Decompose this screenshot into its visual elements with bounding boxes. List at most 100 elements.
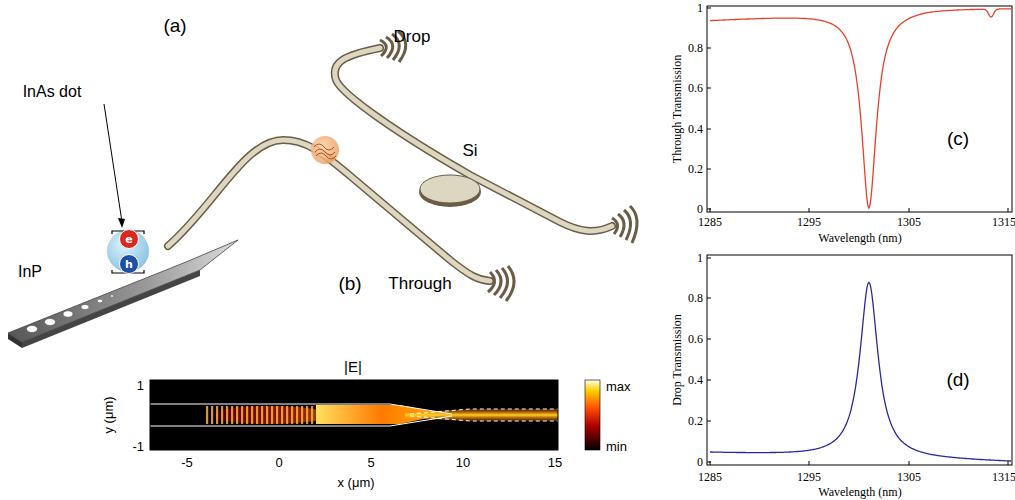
drawing-part <box>314 144 336 159</box>
tick-label: 1285 <box>698 216 722 228</box>
drawing-part <box>420 175 480 203</box>
plot-title: |E| <box>344 359 362 374</box>
drawing-part <box>8 240 238 342</box>
panel-letter: (d) <box>946 370 969 389</box>
tick-label: 1305 <box>897 216 921 228</box>
tick-label: 0.6 <box>688 82 703 94</box>
tick-label: 0.2 <box>688 163 703 175</box>
tick-label: 0.4 <box>688 374 703 386</box>
drawing-part <box>187 446 555 450</box>
drawing-part <box>410 409 558 414</box>
tick-label: 0 <box>697 456 703 468</box>
tick-label: 1315 <box>992 471 1015 483</box>
drawing-part <box>405 409 558 421</box>
tick-label: 1305 <box>897 471 921 483</box>
tick-label: 0.8 <box>688 292 703 304</box>
drawing-part <box>118 218 125 228</box>
colorbar-label: max <box>606 380 631 393</box>
drawing-part <box>204 406 318 424</box>
tick-label: 1285 <box>698 471 722 483</box>
drawing-part <box>585 380 600 450</box>
drawing-part <box>371 446 372 450</box>
axis-title: x (μm) <box>337 476 374 489</box>
inp-nanobeam <box>8 240 238 348</box>
tick <box>809 208 810 212</box>
quantum-dot <box>104 104 149 273</box>
tick-label: 0.2 <box>688 415 703 427</box>
tick <box>707 88 711 89</box>
drawing-part <box>104 104 122 222</box>
microdisk <box>419 175 481 207</box>
axis-title: Drop Transmission <box>671 314 683 406</box>
axis-title: Through Transmission <box>671 55 683 163</box>
drawing-part <box>81 304 89 309</box>
tick-label: 1 <box>697 2 703 14</box>
drawing-part <box>335 48 612 231</box>
drawing-part <box>279 446 280 450</box>
tick <box>707 380 711 381</box>
plot-frames <box>707 6 1012 465</box>
tick <box>707 258 711 259</box>
hole-circle: h <box>119 254 139 274</box>
drawing-part <box>488 272 495 292</box>
drawing-part <box>187 446 188 450</box>
drawing-part <box>630 206 637 243</box>
drawing-part <box>311 136 339 164</box>
drawing-part <box>707 255 1012 465</box>
tick <box>909 461 910 465</box>
drawing-part <box>27 326 38 333</box>
drawing-part <box>63 311 73 317</box>
through-curve <box>710 9 1011 208</box>
part-label: Si <box>462 142 477 159</box>
tick-label: 1295 <box>797 216 821 228</box>
part-label: InAs dot <box>23 84 82 100</box>
drawing-part <box>612 218 618 234</box>
tick-label: 0.6 <box>688 333 703 345</box>
drawing-part <box>500 268 508 298</box>
drawing-part <box>22 270 200 348</box>
drawing-part <box>112 231 144 273</box>
drawing-part <box>150 380 558 450</box>
drawing-part <box>150 404 452 414</box>
drawing-part <box>555 446 556 450</box>
tick <box>707 129 711 130</box>
drawing-part <box>316 153 336 159</box>
tick-label: 5 <box>367 456 374 469</box>
tick <box>707 298 711 299</box>
drop-curve <box>710 282 1011 461</box>
tick-label: -1 <box>132 440 144 453</box>
tick-label: 1 <box>697 252 703 264</box>
drawing-part <box>624 210 631 240</box>
drawing-part <box>107 230 149 272</box>
drawing-part <box>618 214 624 237</box>
port-label: Drop <box>394 28 431 45</box>
part-label: InP <box>18 264 42 280</box>
tick <box>707 48 711 49</box>
drawing-part <box>110 295 114 297</box>
field-map <box>150 380 600 450</box>
drawing-part <box>494 270 501 295</box>
coupled-light <box>311 136 339 164</box>
colorbar-label: min <box>606 440 627 453</box>
axis-title: Wavelength (nm) <box>818 232 901 244</box>
drawing-part <box>150 416 452 426</box>
drawing-part <box>386 37 393 58</box>
drawing-part <box>150 404 452 426</box>
tick <box>707 169 711 170</box>
grating-coupler <box>380 31 637 301</box>
panel-letter: (a) <box>163 16 186 35</box>
drawing-part <box>27 295 114 333</box>
tick-label: 1 <box>137 379 144 392</box>
axis-title: y (μm) <box>102 396 115 433</box>
tick-label: 0.8 <box>688 42 703 54</box>
drawing-part <box>410 409 558 421</box>
tick <box>707 8 711 9</box>
tick <box>707 421 711 422</box>
panel-letter: (c) <box>947 129 969 148</box>
tick-label: 1295 <box>797 471 821 483</box>
si-waveguides <box>168 48 612 281</box>
tick-label: -5 <box>181 456 193 469</box>
